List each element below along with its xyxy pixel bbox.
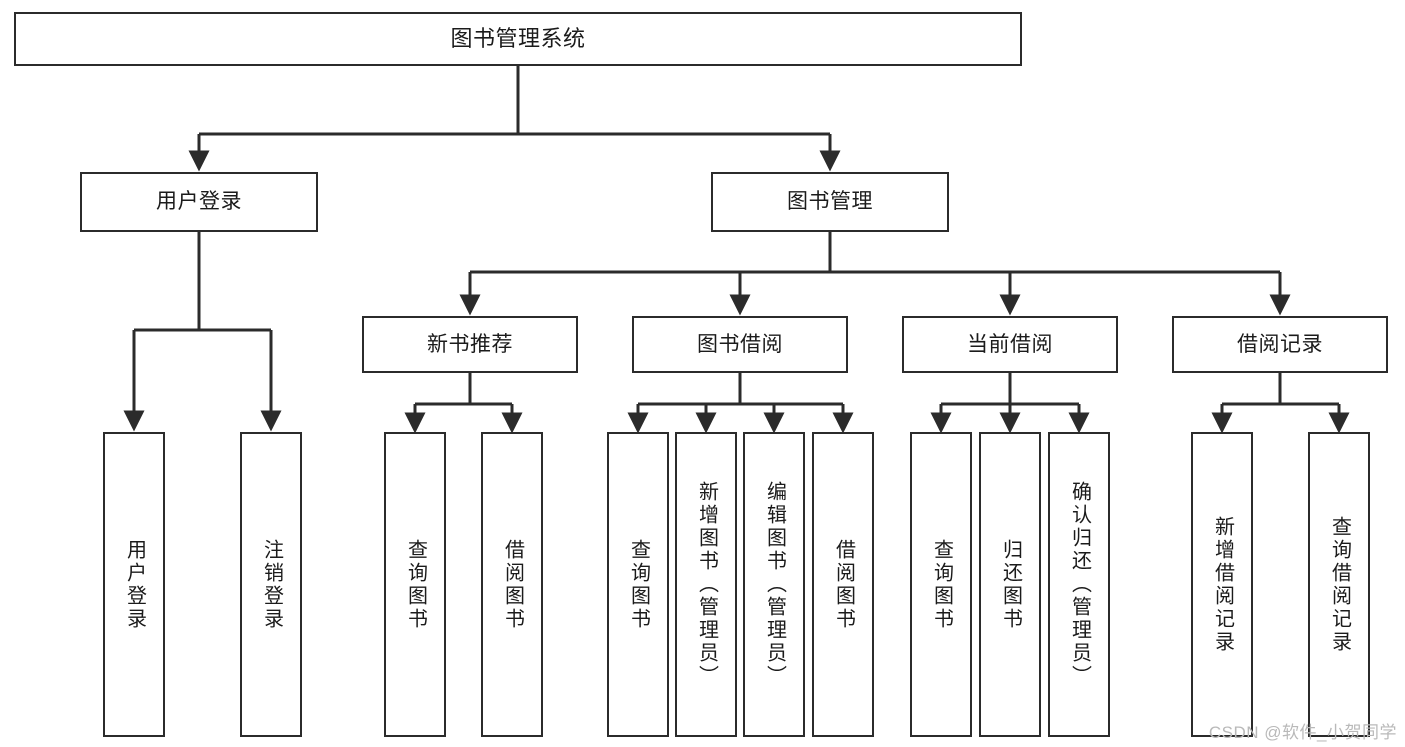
node-label: 用户登录 [156, 190, 242, 214]
node-label: 新书推荐 [427, 332, 513, 356]
node-label: 当前借阅 [967, 332, 1053, 356]
node-label: 注销登录 [260, 538, 283, 631]
node-label: 查询图书 [930, 538, 953, 631]
node-leaf-add-book-admin[interactable]: 新增图书（管理员） [675, 432, 737, 737]
node-label: 图书管理 [787, 190, 873, 214]
node-book-borrow[interactable]: 图书借阅 [632, 316, 848, 373]
node-label: 查询借阅记录 [1328, 515, 1351, 654]
node-label: 借阅记录 [1237, 332, 1323, 356]
node-leaf-query-book-borrow[interactable]: 查询图书 [607, 432, 669, 737]
node-label: 新增借阅记录 [1211, 515, 1234, 654]
node-leaf-return-book[interactable]: 归还图书 [979, 432, 1041, 737]
node-borrow-record[interactable]: 借阅记录 [1172, 316, 1388, 373]
node-leaf-edit-book-admin[interactable]: 编辑图书（管理员） [743, 432, 805, 737]
node-leaf-add-borrow-record[interactable]: 新增借阅记录 [1191, 432, 1253, 737]
node-label: 编辑图书（管理员） [763, 481, 786, 688]
node-leaf-logout-login[interactable]: 注销登录 [240, 432, 302, 737]
node-book-management[interactable]: 图书管理 [711, 172, 949, 232]
node-leaf-user-login[interactable]: 用户登录 [103, 432, 165, 737]
node-leaf-query-book-current[interactable]: 查询图书 [910, 432, 972, 737]
node-label: 图书借阅 [697, 332, 783, 356]
node-leaf-borrow-book[interactable]: 借阅图书 [812, 432, 874, 737]
node-label: 查询图书 [404, 538, 427, 631]
node-label: 借阅图书 [501, 538, 524, 631]
node-label: 用户登录 [123, 538, 146, 631]
node-current-borrow[interactable]: 当前借阅 [902, 316, 1118, 373]
node-leaf-query-book-newbook[interactable]: 查询图书 [384, 432, 446, 737]
watermark: CSDN @软件_小贺同学 [1208, 723, 1397, 742]
node-label: 图书管理系统 [450, 25, 586, 51]
node-label: 借阅图书 [832, 538, 855, 631]
node-leaf-query-borrow-record[interactable]: 查询借阅记录 [1308, 432, 1370, 737]
node-label: 归还图书 [999, 538, 1022, 631]
node-label: 新增图书（管理员） [695, 481, 718, 688]
node-leaf-borrow-book-newbook[interactable]: 借阅图书 [481, 432, 543, 737]
node-user-login[interactable]: 用户登录 [80, 172, 318, 232]
node-leaf-confirm-return-admin[interactable]: 确认归还（管理员） [1048, 432, 1110, 737]
node-new-book-recommend[interactable]: 新书推荐 [362, 316, 578, 373]
node-label: 确认归还（管理员） [1068, 481, 1091, 688]
node-root-book-management-system[interactable]: 图书管理系统 [14, 12, 1022, 66]
node-label: 查询图书 [627, 538, 650, 631]
